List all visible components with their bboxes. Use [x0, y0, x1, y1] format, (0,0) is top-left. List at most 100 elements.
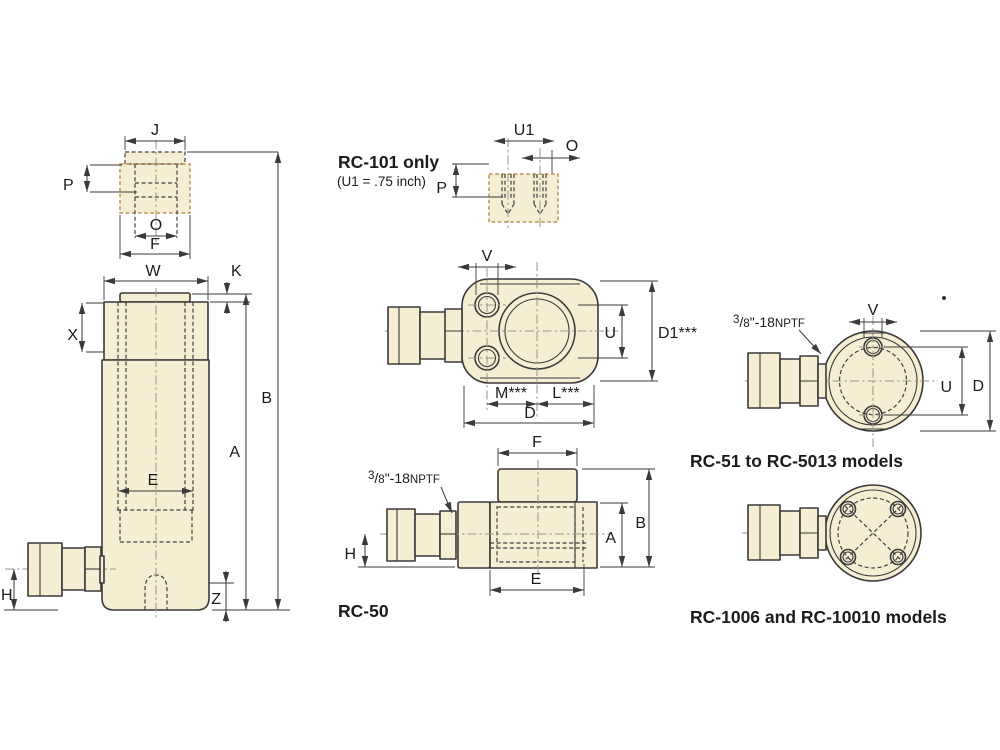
dim-u: U — [884, 346, 968, 416]
coupler-neck — [61, 547, 86, 591]
dim-d: D — [463, 386, 594, 428]
dim-label-x: X — [67, 327, 78, 344]
dim-u1: U1 — [494, 122, 554, 145]
leader-line — [440, 486, 453, 514]
dim-j: J — [124, 122, 186, 150]
bolt-hole — [889, 500, 907, 518]
coupler-neck — [779, 510, 801, 556]
dim-label-p: P — [436, 180, 447, 197]
dim-v: V — [458, 248, 516, 295]
view-rc50-top: V U D1*** M*** L*** D — [385, 248, 697, 428]
dim-u: U — [578, 304, 628, 359]
coupler-stub — [99, 555, 105, 584]
dim-label-h: H — [1, 587, 13, 604]
dim-label-k: K — [231, 263, 242, 280]
dim-label-b: B — [261, 390, 272, 407]
dim-label-e: E — [148, 472, 159, 489]
dim-v: V — [849, 302, 897, 338]
coupler-neck — [414, 513, 441, 557]
plunger-hidden-lines — [134, 164, 178, 238]
dim-f: F — [497, 434, 578, 466]
dim-label-d: D — [524, 405, 536, 422]
coupler — [747, 504, 827, 561]
caption-rc50: RC-50 — [338, 601, 389, 621]
coupler-hex-nut — [444, 308, 463, 363]
dim-z: Z — [209, 571, 234, 622]
dim-o: O — [135, 217, 177, 240]
dim-label-d1: D1*** — [658, 325, 697, 342]
dim-e: E — [118, 472, 193, 495]
coupler-neck — [419, 311, 447, 360]
coupler — [386, 508, 457, 562]
bolt-hole — [889, 548, 907, 566]
bolt-hole — [839, 548, 857, 566]
port-callout: 3/8"-18NPTF — [368, 470, 453, 514]
dim-label-p: P — [63, 177, 74, 194]
dim-label-u1: U1 — [514, 122, 535, 139]
view-rc1006: RC-1006 and RC-10010 models — [690, 484, 947, 627]
tapped-hole-right — [533, 174, 547, 216]
cylinder-round-body — [824, 484, 922, 582]
coupler — [387, 306, 463, 365]
saddle-flange-phantom — [119, 163, 191, 214]
dim-label-u: U — [940, 379, 952, 396]
dim-label-v: V — [482, 248, 493, 265]
dim-w: W — [103, 263, 209, 300]
coupler-hex-nut — [439, 510, 457, 560]
view-rc101-detail: RC-101 only (U1 = .75 inch) U1 O P — [337, 122, 580, 228]
dim-b: B — [582, 468, 655, 567]
dim-label-z: Z — [211, 591, 221, 608]
dim-label-a: A — [229, 444, 240, 461]
coupler-cap — [386, 508, 416, 562]
leader-line — [798, 329, 822, 355]
dim-d1: D1*** — [600, 280, 697, 382]
saddle-block-phantom — [488, 173, 559, 223]
saddle-cap-phantom — [124, 151, 186, 165]
coupler-cap — [27, 542, 63, 597]
dim-l: L*** — [537, 385, 595, 428]
bolt-circle-hidden — [837, 497, 909, 569]
dim-a: A — [600, 502, 655, 568]
port-thread-label: 3/8"-18NPTF — [368, 470, 440, 486]
coupler-cap — [747, 504, 781, 561]
dim-d: D — [920, 330, 996, 432]
dim-label-h: H — [344, 546, 356, 563]
caption-rc51: RC-51 to RC-5013 models — [690, 451, 903, 471]
rc101-title: RC-101 only — [338, 152, 439, 172]
dim-f: F — [119, 215, 191, 259]
dim-label-o: O — [150, 217, 162, 234]
dim-label-f: F — [150, 236, 160, 253]
dim-a: A — [229, 294, 250, 610]
dim-o: O — [522, 138, 580, 173]
dim-p: P — [436, 163, 503, 198]
dim-label-e: E — [531, 571, 542, 588]
cylinder-end-block — [457, 501, 491, 569]
dim-e: E — [489, 564, 585, 596]
coupler-collar — [817, 363, 827, 399]
view-rc51: 3/8"-18NPTF V U D RC-51 to RC-5013 model… — [690, 296, 996, 471]
caption-rc1006: RC-1006 and RC-10010 models — [690, 607, 947, 627]
dim-label-v: V — [868, 302, 879, 319]
dim-label-w: W — [145, 263, 161, 280]
dim-label-j: J — [151, 122, 159, 139]
bolt-hole — [839, 500, 857, 518]
thread-hidden-lines — [117, 509, 195, 543]
dim-label-b: B — [635, 515, 646, 532]
dim-label-u: U — [604, 325, 616, 342]
dim-b: B — [261, 152, 282, 610]
coupler — [747, 352, 827, 409]
dim-label-d: D — [972, 378, 984, 395]
coupler — [27, 542, 105, 597]
dim-h: H — [1, 569, 58, 611]
stray-mark — [942, 296, 946, 300]
coupler-cap — [387, 306, 421, 365]
dim-m: M*** — [487, 385, 537, 408]
view-cylinder-front: W K X E H Z — [1, 152, 290, 622]
view-saddle-detail: J P O F — [63, 122, 278, 259]
dim-p: P — [63, 164, 137, 194]
dim-h: H — [344, 534, 455, 568]
dim-label-o: O — [566, 138, 578, 155]
coupler-collar — [817, 515, 827, 551]
cylinder-body-side — [489, 501, 598, 569]
